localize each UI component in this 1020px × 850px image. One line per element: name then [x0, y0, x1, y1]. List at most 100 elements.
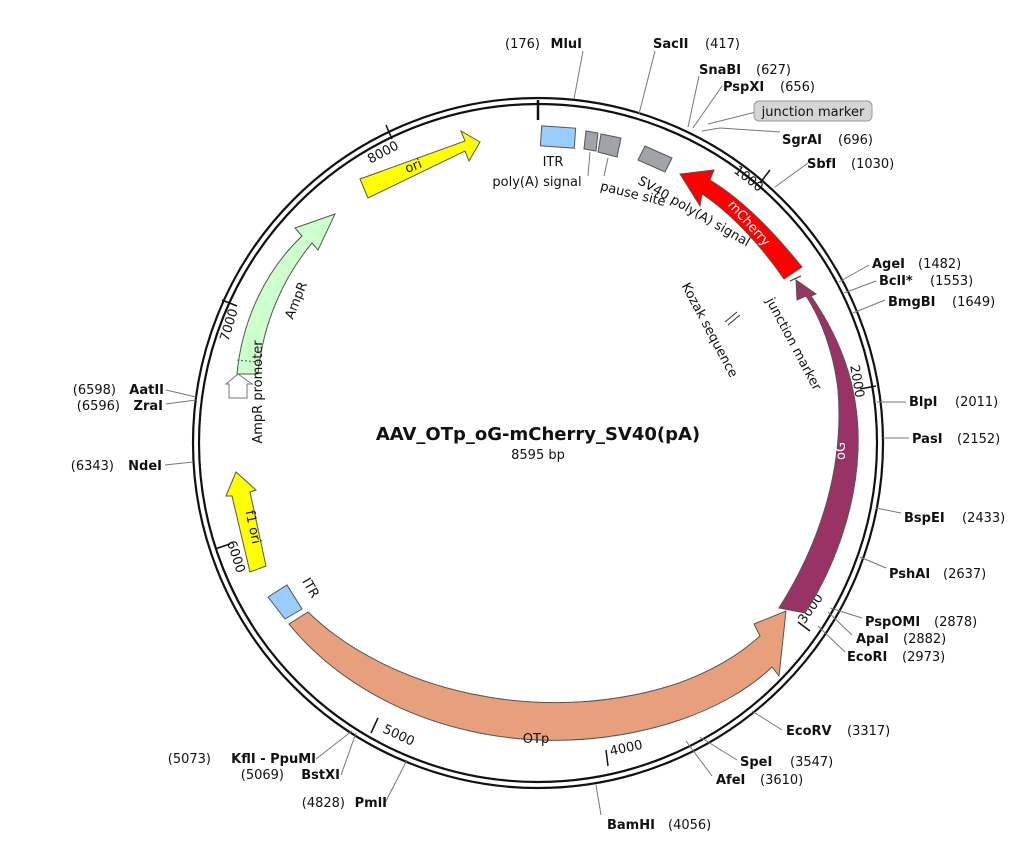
site-pos-sacii: (417): [705, 37, 740, 52]
junction-marker-tag-label: junction marker: [761, 105, 865, 120]
site-name-blpi: BlpI: [909, 395, 938, 410]
site-pos-agei: (1482): [918, 257, 961, 272]
tick-5000: 5000: [370, 717, 417, 750]
site-name-kfli-ppumi: KflI - PpuMI: [231, 752, 316, 767]
plasmid-title: AAV_OTp_oG-mCherry_SV40(pA): [376, 424, 700, 445]
site-name-pspxi: PspXI: [723, 80, 764, 95]
site-name-mlui: MluI: [551, 37, 582, 52]
site-name-pspomi: PspOMI: [865, 615, 920, 630]
site-pos-bmgbi: (1649): [952, 295, 995, 310]
feature-itr-right[interactable]: ITR: [539, 125, 577, 170]
site-pspxi[interactable]: PspXI (656): [692, 80, 815, 129]
feature-itr-left[interactable]: ITR: [267, 575, 322, 620]
site-name-pshai: PshAI: [889, 567, 930, 582]
site-pos-spei: (3547): [790, 755, 833, 770]
site-aatii[interactable]: (6598) AatII: [73, 383, 197, 398]
site-blpi[interactable]: BlpI (2011): [877, 395, 998, 410]
tick-6000: 6000: [214, 539, 248, 575]
feature-f1-ori[interactable]: f1 ori: [225, 471, 267, 573]
site-pos-blpi: (2011): [955, 395, 998, 410]
site-name-spei: SpeI: [740, 755, 772, 770]
restriction-sites: (176) MluI SacII (417) SnaBI (627) PspXI…: [71, 37, 1005, 833]
site-pos-pshai: (2637): [943, 567, 986, 582]
feature-label-kozak: Kozak sequence: [678, 281, 741, 381]
site-pos-snabi: (627): [756, 63, 791, 78]
site-bamhi[interactable]: BamHI (4056): [595, 784, 711, 833]
site-pos-sgrai: (696): [838, 133, 873, 148]
site-name-bamhi: BamHI: [607, 818, 655, 833]
site-ecorv[interactable]: EcoRV (3317): [751, 710, 890, 739]
site-kfli-ppumi[interactable]: (5073) KflI - PpuMI: [168, 730, 353, 767]
junction-marker-tag[interactable]: junction marker: [707, 100, 873, 125]
site-name-pasi: PasI: [912, 432, 943, 447]
site-sbfi[interactable]: SbfI (1030): [774, 157, 894, 188]
tick-label-1000: 1000: [730, 163, 765, 195]
site-pos-pasi: (2152): [957, 432, 1000, 447]
site-pos-bspei: (2433): [962, 511, 1005, 526]
site-pshai[interactable]: PshAI (2637): [859, 556, 986, 582]
site-bstxi[interactable]: (5069) BstXI: [241, 732, 357, 783]
site-bspei[interactable]: BspEI (2433): [875, 507, 1005, 526]
site-ecori[interactable]: EcoRI (2973): [817, 625, 945, 665]
site-name-bspei: BspEI: [904, 511, 945, 526]
site-name-afei: AfeI: [716, 773, 745, 788]
site-name-bstxi: BstXI: [301, 768, 340, 783]
site-pos-afei: (3610): [760, 773, 803, 788]
feature-label-ampr-promoter: AmpR promoter: [251, 340, 266, 444]
site-name-ecorv: EcoRV: [786, 724, 832, 739]
site-name-bcli: BclI*: [879, 274, 913, 289]
feature-ori[interactable]: ori: [359, 129, 481, 199]
site-sgrai[interactable]: SgrAI (696): [701, 127, 873, 148]
site-pos-ndei: (6343): [71, 459, 114, 474]
tick-label-8000: 8000: [365, 139, 401, 168]
site-name-ecori: EcoRI: [847, 650, 887, 665]
site-pmli[interactable]: (4828) PmlI: [302, 759, 408, 811]
site-pspomi[interactable]: PspOMI (2878): [829, 607, 977, 630]
feature-otp[interactable]: OTp: [288, 610, 787, 747]
site-zrai[interactable]: (6596) ZraI: [77, 399, 197, 414]
site-bmgbi[interactable]: BmgBI (1649): [852, 295, 995, 314]
feature-label-f1-ori: f1 ori: [242, 509, 264, 545]
feature-label-og: oG: [834, 442, 849, 460]
site-pasi[interactable]: PasI (2152): [883, 432, 1000, 447]
site-pos-zrai: (6596): [77, 399, 120, 414]
site-pos-pspomi: (2878): [934, 615, 977, 630]
feature-mcherry[interactable]: mCherry: [679, 169, 803, 280]
feature-label-ampr: AmpR: [283, 280, 311, 322]
feature-kozak[interactable]: Kozak sequence: [678, 281, 741, 381]
backbone-outer-ring: [191, 96, 885, 790]
site-pos-ecori: (2973): [902, 650, 945, 665]
site-name-sgrai: SgrAI: [782, 133, 822, 148]
site-pos-sbfi: (1030): [851, 157, 894, 172]
feature-ampr-promoter[interactable]: AmpR promoter: [224, 340, 266, 444]
feature-label-ori: ori: [403, 157, 424, 177]
feature-og[interactable]: oG: [778, 279, 859, 614]
site-sacii[interactable]: SacII (417): [638, 37, 740, 115]
site-name-agei: AgeI: [872, 257, 905, 272]
site-apai[interactable]: ApaI (2882): [827, 611, 946, 647]
tick-4000: 4000: [605, 738, 644, 767]
site-spei[interactable]: SpeI (3547): [699, 736, 833, 770]
site-afei[interactable]: AfeI (3610): [685, 740, 803, 788]
feature-label-itr-right: ITR: [543, 155, 564, 170]
site-pos-ecorv: (3317): [847, 724, 890, 739]
tick-8000: 8000: [365, 124, 401, 168]
site-snabi[interactable]: SnaBI (627): [687, 63, 791, 128]
site-mlui[interactable]: (176) MluI: [505, 37, 584, 100]
feature-label-polya-signal: poly(A) signal: [492, 175, 581, 190]
site-ndei[interactable]: (6343) NdeI: [71, 459, 194, 474]
site-pos-bstxi: (5069): [241, 768, 284, 783]
tick-label-4000: 4000: [609, 738, 644, 760]
feature-polya-signal[interactable]: poly(A) signal: [492, 130, 599, 190]
site-name-sacii: SacII: [653, 37, 689, 52]
site-bcli[interactable]: BclI* (1553): [843, 274, 973, 294]
feature-label-otp: OTp: [523, 732, 549, 747]
site-name-aatii: AatII: [129, 383, 164, 398]
site-pos-aatii: (6598): [73, 383, 116, 398]
site-name-pmli: PmlI: [355, 796, 387, 811]
site-name-zrai: ZraI: [134, 399, 163, 414]
site-name-bmgbi: BmgBI: [888, 295, 936, 310]
site-agei[interactable]: AgeI (1482): [838, 257, 961, 283]
site-pos-apai: (2882): [903, 632, 946, 647]
